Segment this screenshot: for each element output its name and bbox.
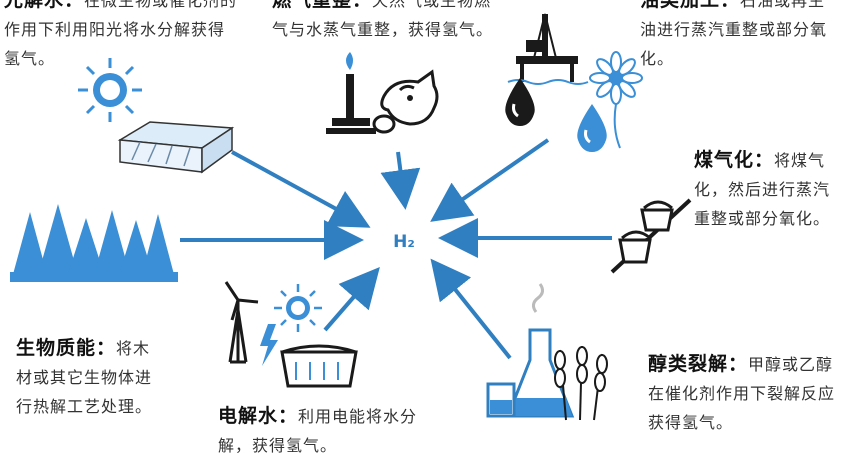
oil-processing-text: 石油或再生油进行蒸汽重整或部分氧化。: [640, 0, 828, 68]
arrow-from-oil: [430, 138, 550, 222]
photolysis-title: 光解水：: [4, 0, 85, 11]
coal-carts-icon: [610, 198, 692, 274]
photolysis-block: 光解水：在微生物或催化剂的作用下利用阳光将水分解获得氢气。: [4, 0, 240, 73]
fuel-reforming-block: 燃气重整：天然气或生物燃气与水蒸气重整，获得氢气。: [272, 0, 508, 44]
coal-gasification-text: 将煤气化，然后进行蒸汽重整或部分氧化。: [694, 151, 831, 228]
oil-processing-block: 油类加工：石油或再生油进行蒸汽重整或部分氧化。: [640, 0, 840, 73]
electrolysis-title: 电解水：: [218, 405, 299, 427]
chemistry-flask-icon: [486, 283, 575, 418]
photolysis-text: 在微生物或催化剂的作用下利用阳光将水分解获得氢气。: [4, 0, 238, 68]
gas-burner-icon: [326, 52, 376, 134]
oil-drop-icon: [505, 78, 535, 126]
alcohol-cracking-text: 甲醇或乙醇在催化剂作用下裂解反应获得氢气。: [648, 355, 836, 432]
hydrogen-production-diagram: H₂: [10, 13, 692, 421]
algae-tank-icon: [117, 121, 235, 174]
wheat-icon: [554, 345, 608, 421]
arrow-from-fuel-reforming: [380, 151, 421, 210]
water-drop-icon: [577, 104, 607, 152]
biomass-title: 生物质能：: [16, 337, 117, 359]
electrolysis-block: 电解水：利用电能将水分解，获得氢气。: [218, 402, 428, 460]
h2-label: H₂: [393, 232, 415, 252]
coal-gasification-block: 煤气化：将煤气化，然后进行蒸汽重整或部分氧化。: [694, 146, 844, 233]
biomass-block: 生物质能：将木材或其它生物体进行热解工艺处理。: [16, 334, 166, 421]
arrow-from-photolysis: [231, 150, 371, 228]
forest-icon: [10, 204, 178, 282]
alcohol-cracking-title: 醇类裂解：: [648, 353, 749, 375]
sunflower-icon: [589, 51, 643, 149]
sun-small-icon: [274, 284, 322, 332]
biomass-text: 将木材或其它生物体进行热解工艺处理。: [16, 339, 153, 416]
coal-gasification-title: 煤气化：: [694, 149, 775, 171]
arrow-from-alcohol: [430, 258, 512, 360]
sun-icon: [78, 58, 142, 122]
dam-icon: [280, 344, 358, 388]
arrows: [180, 138, 612, 360]
fuel-reforming-title: 燃气重整：: [272, 0, 373, 11]
lightning-icon: [260, 324, 278, 366]
fuel-reforming-text: 天然气或生物燃气与水蒸气重整，获得氢气。: [272, 0, 494, 39]
wind-turbine-icon: [224, 281, 259, 364]
alcohol-cracking-block: 醇类裂解：甲醇或乙醇在催化剂作用下裂解反应获得氢气。: [648, 350, 848, 437]
arrow-from-electrolysis: [323, 266, 380, 332]
oil-processing-title: 油类加工：: [640, 0, 741, 11]
oil-rig-icon: [507, 13, 589, 85]
cow-icon: [372, 69, 439, 134]
